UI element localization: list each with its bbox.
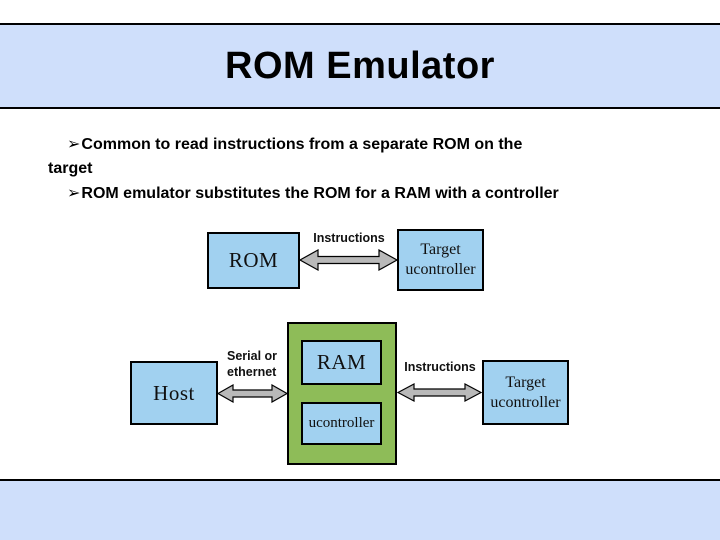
- page-title: ROM Emulator: [225, 44, 495, 87]
- footer-band: [0, 479, 720, 540]
- ram-box: RAM: [301, 340, 382, 385]
- target-ucontroller-box-top: Target ucontroller: [397, 229, 484, 291]
- bullet-arrow-icon: ➢: [67, 183, 81, 202]
- host-label: Host: [153, 380, 195, 405]
- double-arrow-icon: [217, 384, 289, 403]
- ram-label: RAM: [316, 350, 367, 374]
- bullet-list: ➢Common to read instructions from a sepa…: [48, 132, 668, 206]
- target-ucontroller-box-bottom: Target ucontroller: [482, 360, 569, 425]
- host-box: Host: [130, 361, 218, 425]
- target-label-line2: ucontroller: [405, 261, 476, 278]
- rom-box: ROM: [207, 232, 300, 289]
- ucontroller-label: ucontroller: [308, 415, 375, 431]
- serial-ethernet-line1: Serial or: [227, 349, 278, 363]
- double-arrow-icon: [397, 383, 483, 402]
- target-label-line1: Target: [505, 373, 546, 391]
- instructions-label-top: Instructions: [313, 231, 385, 245]
- rom-label: ROM: [228, 248, 279, 272]
- target-label-line1: Target: [420, 241, 461, 258]
- ucontroller-box: ucontroller: [301, 402, 382, 445]
- title-band: ROM Emulator: [0, 23, 720, 109]
- bullet-line-continuation: target: [48, 160, 93, 177]
- target-label-line2: ucontroller: [490, 393, 561, 411]
- bullet-arrow-icon: ➢: [67, 134, 81, 153]
- bullet-line: ➢ROM emulator substitutes the ROM for a …: [48, 181, 668, 206]
- double-arrow-icon: [299, 249, 399, 271]
- instructions-label-bottom: Instructions: [404, 360, 476, 374]
- serial-ethernet-line2: ethernet: [227, 364, 277, 379]
- serial-ethernet-label: Serial or ethernet: [227, 349, 297, 380]
- bullet-line: ➢Common to read instructions from a sepa…: [48, 132, 668, 157]
- bullet-text: ROM emulator substitutes the ROM for a R…: [81, 185, 559, 202]
- bullet-text: Common to read instructions from a separ…: [81, 136, 523, 153]
